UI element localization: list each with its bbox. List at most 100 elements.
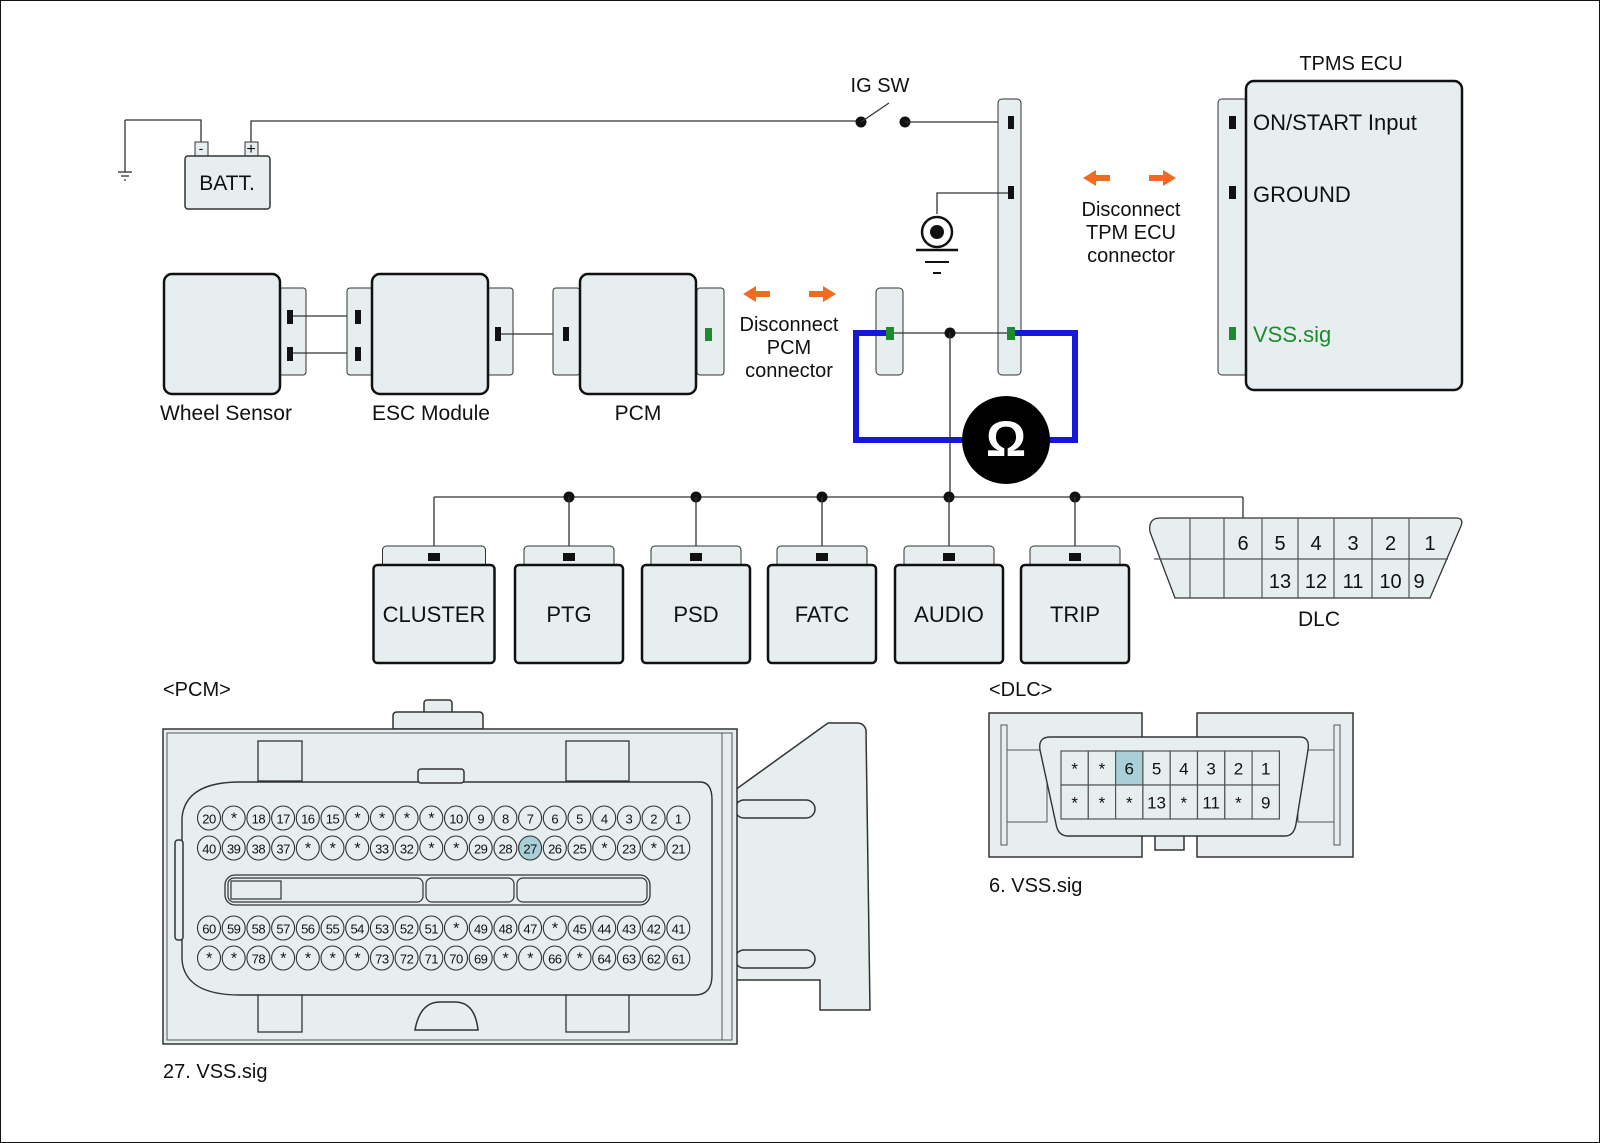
dlc-pin-unused: *	[1114, 784, 1144, 820]
svg-text:17: 17	[276, 812, 290, 827]
pcm-pin-27: 27	[518, 835, 543, 861]
ignition-switch: IG SW	[250, 75, 1008, 142]
pcm-pin-23: 23	[616, 835, 641, 861]
pcm-pin-39: 39	[221, 835, 246, 861]
pcm-connector-caption: 27. VSS.sig	[163, 1061, 268, 1083]
pcm-pin-21: 21	[666, 835, 691, 861]
ohm-symbol: Ω	[986, 411, 1026, 467]
svg-text:15: 15	[326, 812, 340, 827]
svg-text:*: *	[1126, 794, 1133, 813]
svg-text:*: *	[330, 951, 336, 968]
disconnect-tpm-ecu-note: Disconnect TPM ECU connector	[1082, 170, 1181, 267]
svg-text:48: 48	[499, 922, 513, 937]
svg-text:Disconnect: Disconnect	[1082, 199, 1181, 221]
dlc-pin-13: 13	[1142, 784, 1171, 820]
pcm-pin-unused: *	[419, 805, 444, 831]
svg-text:4: 4	[1179, 760, 1188, 779]
svg-text:47: 47	[523, 922, 537, 937]
svg-text:1: 1	[1261, 760, 1270, 779]
pcm-pin-unused: *	[518, 945, 543, 971]
svg-text:*: *	[601, 841, 607, 858]
svg-text:7: 7	[527, 812, 534, 827]
svg-text:21: 21	[672, 842, 686, 857]
svg-text:*: *	[428, 811, 434, 828]
pcm-pin-unused: *	[641, 835, 666, 861]
ohmmeter-leads	[853, 330, 1078, 443]
pcm-pin-15: 15	[320, 805, 345, 831]
svg-text:60: 60	[202, 922, 216, 937]
wheel-sensor: Wheel Sensor	[160, 272, 307, 425]
svg-text:16: 16	[301, 812, 315, 827]
pcm-pin-unused: *	[493, 945, 518, 971]
svg-text:59: 59	[227, 922, 241, 937]
svg-text:*: *	[1071, 760, 1078, 779]
svg-text:8: 8	[502, 812, 509, 827]
svg-text:PCM: PCM	[767, 337, 811, 359]
tpms-pin-ground: GROUND	[1253, 182, 1351, 207]
svg-text:*: *	[552, 921, 558, 938]
dlc-pin-unused: *	[1169, 784, 1199, 820]
svg-text:56: 56	[301, 922, 315, 937]
dlc-connector-title: <DLC>	[989, 679, 1052, 701]
svg-text:1: 1	[675, 812, 682, 827]
svg-text:*: *	[577, 951, 583, 968]
pcm-pin-72: 72	[394, 945, 419, 971]
pcm-pin-6: 6	[542, 805, 567, 831]
bus-module-cluster: CLUSTER	[372, 497, 496, 665]
svg-text:28: 28	[499, 842, 513, 857]
pcm-pin-5: 5	[567, 805, 592, 831]
pcm-pin-unused: *	[320, 835, 345, 861]
tpms-pin-on-start: ON/START Input	[1253, 110, 1417, 135]
svg-text:*: *	[503, 951, 509, 968]
dlc-pin-unused: *	[1087, 784, 1117, 820]
dlc-pin-unused: *	[1224, 784, 1253, 820]
svg-text:*: *	[1099, 794, 1106, 813]
tpms-ecu: TPMS ECU ON/START Input GROUND VSS.sig	[1217, 53, 1464, 392]
ig-sw-label: IG SW	[851, 75, 910, 97]
pcm-pin-unused: *	[196, 945, 222, 971]
bus-module-fatc: FATC	[766, 491, 878, 665]
pcm-pin-37: 37	[271, 835, 296, 861]
svg-text:*: *	[354, 811, 360, 828]
pcm-pin-78: 78	[246, 945, 271, 971]
svg-text:54: 54	[350, 922, 364, 937]
svg-text:49: 49	[474, 922, 488, 937]
battery-negative: -	[199, 140, 204, 156]
pcm-pin-51: 51	[419, 915, 444, 941]
pcm-pin-unused: *	[419, 835, 444, 861]
pcm-pin-41: 41	[666, 915, 691, 941]
pcm-pin-57: 57	[271, 915, 296, 941]
pcm-pin-unused: *	[221, 805, 246, 831]
svg-text:18: 18	[252, 812, 266, 827]
svg-text:*: *	[1099, 760, 1106, 779]
svg-text:57: 57	[276, 922, 290, 937]
svg-text:*: *	[354, 841, 360, 858]
chassis-ground-icon	[916, 192, 1008, 274]
svg-text:3: 3	[1206, 760, 1215, 779]
dlc-symbol-pin: 6	[1237, 533, 1248, 555]
pcm-pin-73: 73	[369, 945, 394, 971]
svg-text:*: *	[231, 951, 237, 968]
pcm-pin-unused: *	[345, 945, 370, 971]
svg-text:66: 66	[548, 952, 562, 967]
svg-text:62: 62	[647, 952, 661, 967]
dlc-pin-9: 9	[1251, 784, 1280, 820]
svg-text:27: 27	[523, 842, 537, 857]
pcm-pin-28: 28	[493, 835, 518, 861]
esc-module-label: ESC Module	[372, 402, 490, 425]
pcm-pin-2: 2	[641, 805, 666, 831]
bus-module-label: TRIP	[1050, 602, 1100, 627]
pcm-pin-unused: *	[345, 805, 370, 831]
pcm-pin-48: 48	[493, 915, 518, 941]
bus-module-label: FATC	[795, 602, 850, 627]
svg-text:*: *	[453, 921, 459, 938]
dlc-symbol-pin: 5	[1274, 533, 1285, 555]
svg-text:*: *	[651, 841, 657, 858]
pcm-pin-42: 42	[641, 915, 666, 941]
pcm-pin-59: 59	[221, 915, 246, 941]
svg-text:2: 2	[1234, 760, 1243, 779]
pcm-pin-7: 7	[518, 805, 543, 831]
